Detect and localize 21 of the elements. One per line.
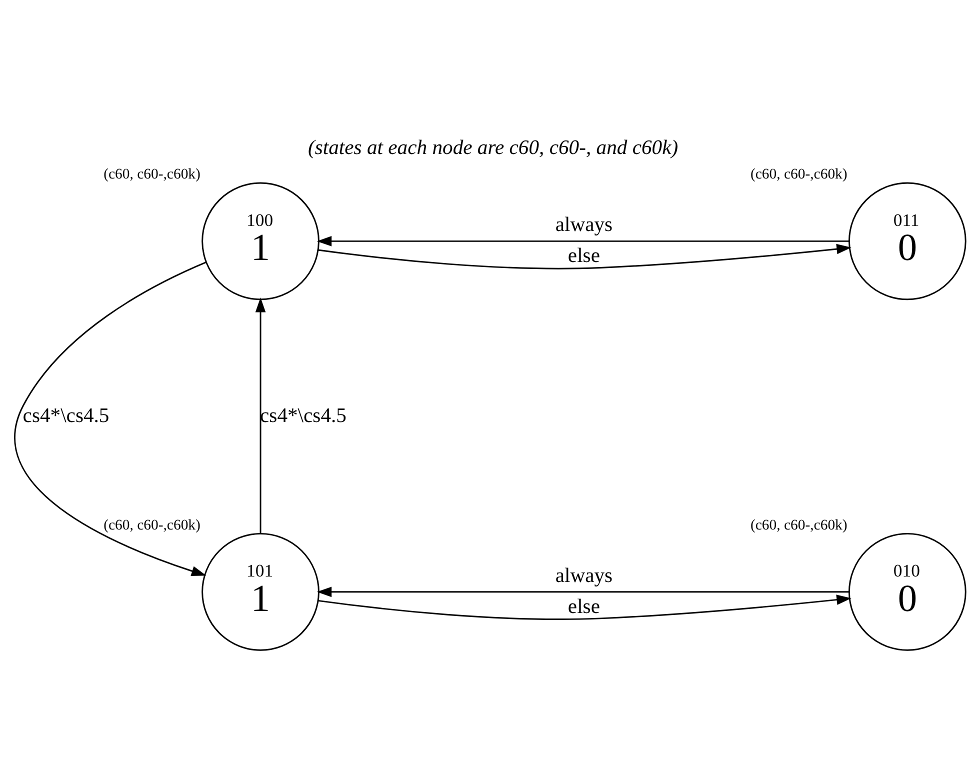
node-label: (c60, c60-,c60k) (104, 166, 200, 182)
diagram-title: (states at each node are c60, c60-, and c60k) (308, 136, 678, 158)
edge-label: else (568, 595, 600, 618)
edge-label: cs4*\cs4.5 (22, 404, 110, 426)
edge-label: always (555, 564, 613, 586)
node-label: (c60, c60-,c60k) (104, 516, 200, 533)
edge-label: cs4*\cs4.5 (260, 404, 346, 426)
arrow (316, 586, 849, 597)
node-label: (c60, c60-,c60k) (750, 516, 848, 533)
node-circle: 010 0 (848, 532, 966, 650)
node-circle: 011 0 (848, 182, 966, 300)
arrow (316, 236, 849, 246)
node-circle: 101 1 (202, 532, 320, 650)
node-label: (c60, c60-,c60k) (750, 166, 848, 182)
arrow (318, 243, 852, 269)
node-circle: 100 1 (202, 182, 320, 300)
arrow (255, 296, 266, 533)
arrow (14, 261, 206, 576)
edge-label: always (555, 214, 613, 236)
edge-label: else (568, 244, 600, 267)
arrow (318, 594, 852, 620)
